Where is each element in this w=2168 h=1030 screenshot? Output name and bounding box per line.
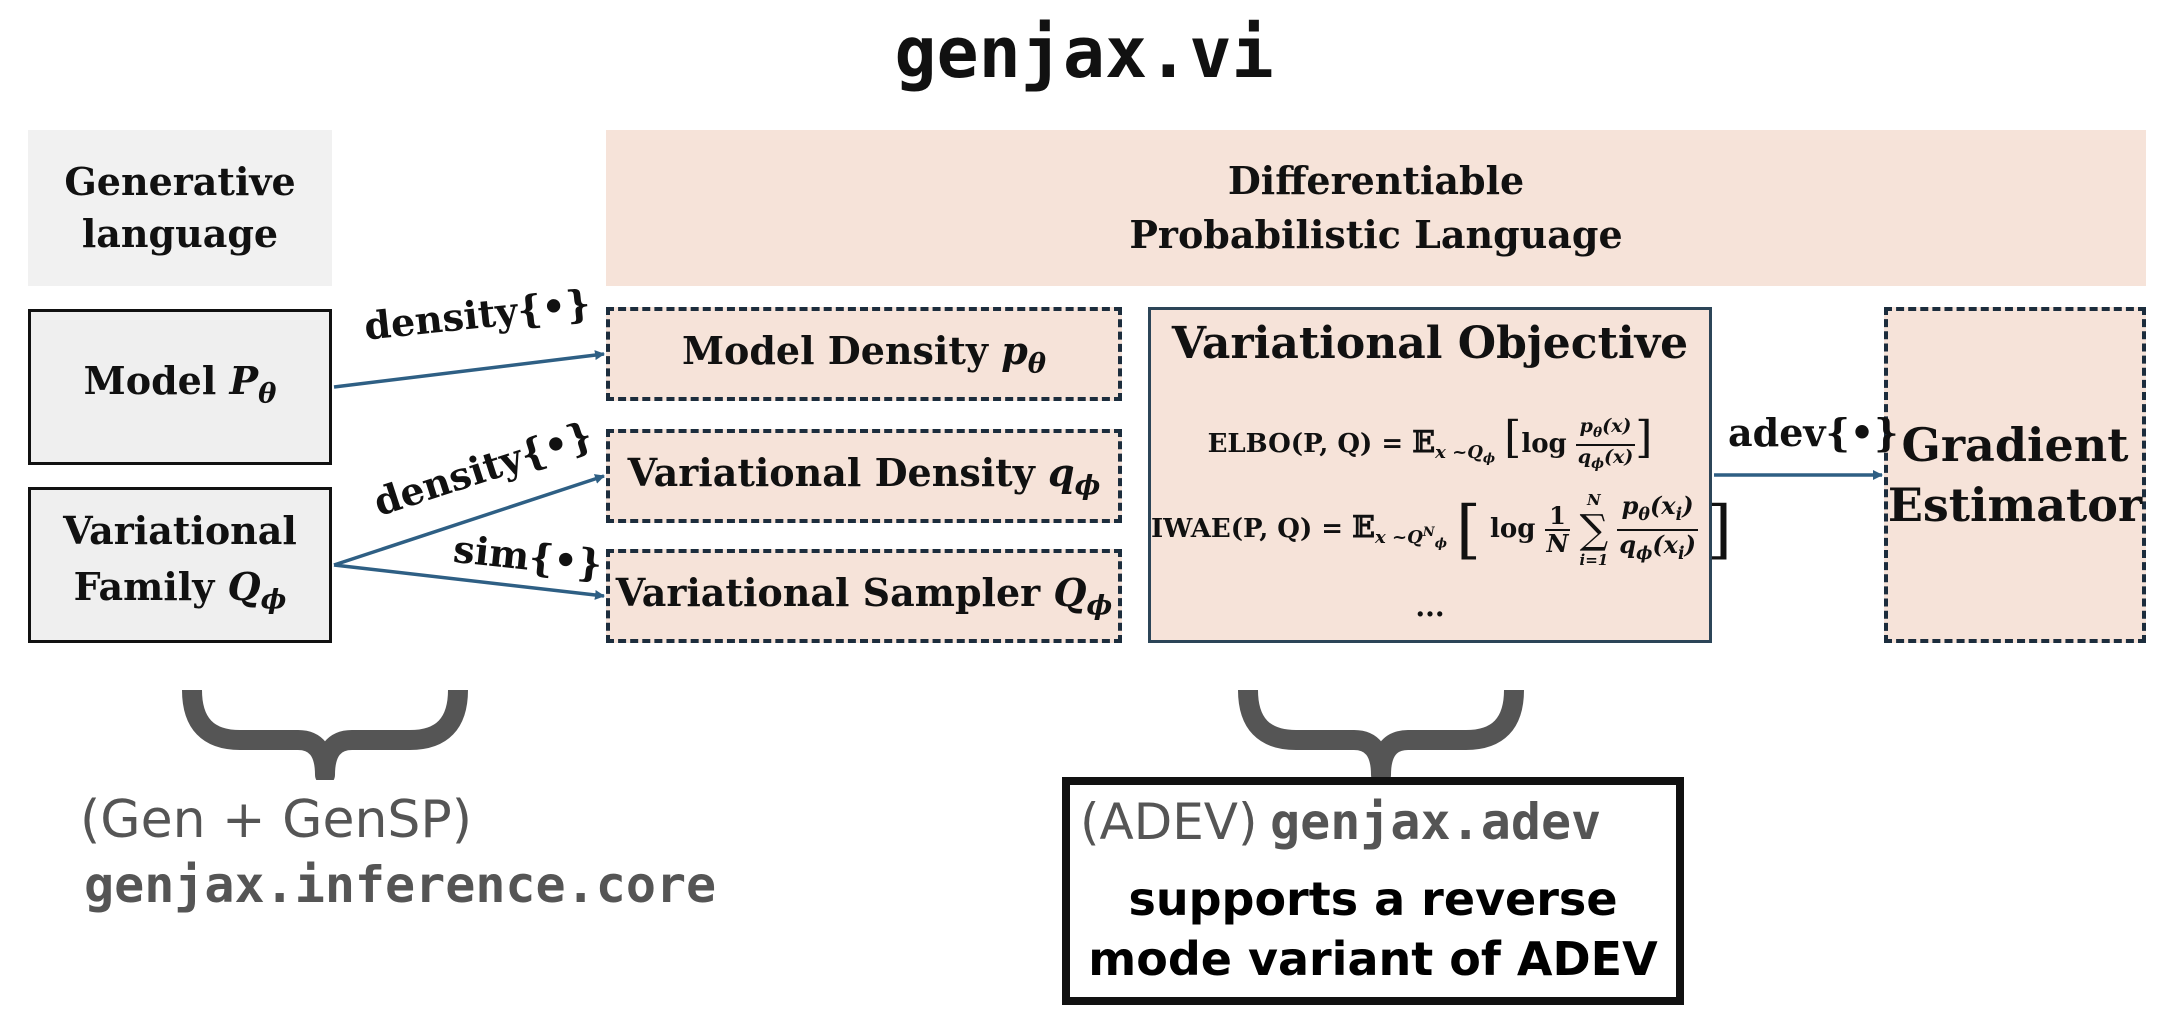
elbo-num: p (1579, 415, 1593, 438)
elbo-expectation: 𝔼 (1412, 425, 1436, 460)
iwae-num-arg: (x (1649, 491, 1676, 521)
model-density-sub: θ (1027, 347, 1047, 380)
iwae-expect-sub: x ~Q (1375, 527, 1423, 549)
elbo-den: q (1577, 446, 1592, 468)
gradient-line1: Gradient (1901, 418, 2129, 472)
model-density-box: Model Density pθ (606, 307, 1122, 401)
adev-heading: (ADEV) genjax.adev (1080, 793, 1601, 851)
model-box-symbol: P (229, 357, 259, 403)
elbo-den-sub: ϕ (1591, 455, 1604, 472)
adev-prefix: (ADEV) (1080, 793, 1258, 851)
generative-language-header: Generative language (28, 130, 332, 286)
right-curly-brace-icon (1238, 690, 1524, 780)
inference-core-module: genjax.inference.core (84, 856, 717, 914)
model-box-sub: θ (258, 377, 277, 410)
iwae-sum-symbol: ∑ (1579, 507, 1609, 553)
elbo-log: log (1521, 429, 1567, 459)
variational-sampler-text: Variational Sampler (615, 570, 1041, 616)
elbo-num-sub: θ (1592, 425, 1603, 441)
variational-family-box: Variational Family Qϕ (28, 487, 332, 643)
variational-objective-box: Variational Objective ELBO(P, Q) = 𝔼x ~Q… (1148, 307, 1732, 643)
adev-line2: supports a reverse (1128, 872, 1618, 926)
adev-description: supports a reverse mode variant of ADEV (1070, 869, 1676, 989)
iwae-expectation: 𝔼 (1352, 510, 1376, 545)
iwae-num: p (1621, 491, 1639, 521)
differentiable-header-line2: Probabilistic Language (1129, 212, 1623, 257)
elbo-fraction: pθ(x) qϕ(x) (1575, 415, 1636, 475)
page-title: genjax.vi (894, 12, 1274, 94)
model-density-symbol: p (1001, 328, 1028, 374)
iwae-expect-sup: N (1422, 525, 1435, 541)
edge-label-adev: adev{•} (1728, 410, 1899, 455)
differentiable-header-line1: Differentiable (1227, 158, 1525, 203)
family-line2: Family (73, 563, 215, 609)
iwae-sum-bottom: i=1 (1579, 551, 1609, 569)
variational-density-sub: ϕ (1074, 469, 1101, 502)
elbo-expect-subsub: ϕ (1482, 451, 1496, 467)
adev-line3: mode variant of ADEV (1088, 932, 1658, 986)
edge-label-family-density: density{•} (368, 411, 598, 525)
iwae-num-arg-close: ) (1682, 491, 1694, 521)
iwae-formula: IWAE(P, Q) = 𝔼x ~QNϕ [ log 1 N N ∑ i=1 p… (1151, 490, 1732, 570)
elbo-formula: ELBO(P, Q) = 𝔼x ~Qϕ [log pθ(x) qϕ(x) ] (1151, 412, 1709, 475)
iwae-num-arg-sub: i (1675, 505, 1683, 525)
variational-density-symbol: q (1048, 450, 1075, 496)
gradient-line2: Estimator (1887, 478, 2143, 532)
iwae-den-arg-close: ) (1684, 530, 1696, 559)
generative-header-line2: language (81, 211, 279, 256)
elbo-expect-sub: x ~Q (1435, 442, 1483, 464)
iwae-den-sub: ϕ (1636, 543, 1653, 564)
objective-title: Variational Objective (1171, 318, 1689, 369)
gradient-estimator-box: Gradient Estimator (1884, 307, 2146, 643)
iwae-sum-top: N (1587, 491, 1601, 509)
iwae-sum: N ∑ i=1 (1580, 490, 1609, 570)
family-line1: Variational (63, 507, 297, 553)
model-box: Model Pθ (28, 309, 332, 465)
elbo-lhs: ELBO(P, Q) = (1207, 429, 1404, 459)
iwae-den-arg-sub: i (1678, 543, 1685, 564)
iwae-num-sub: θ (1638, 505, 1650, 525)
iwae-one: 1 (1544, 503, 1571, 531)
adev-note-box: (ADEV) genjax.adev supports a reverse mo… (1062, 777, 1684, 1005)
iwae-expect-subsub: ϕ (1434, 536, 1447, 552)
iwae-den: q (1619, 530, 1637, 559)
iwae-log: log (1490, 514, 1536, 544)
iwae-n: N (1546, 529, 1569, 558)
variational-density-text: Variational Density (627, 450, 1035, 496)
family-symbol: Q (227, 563, 261, 609)
elbo-den-arg: (x) (1603, 446, 1634, 468)
iwae-lhs: IWAE(P, Q) = (1151, 514, 1344, 544)
edge-label-family-sim: sim{•} (451, 526, 605, 587)
left-curly-brace-icon (182, 690, 468, 780)
variational-sampler-sub: ϕ (1086, 589, 1113, 622)
elbo-num-arg: (x) (1602, 415, 1632, 438)
edge-label-model-density: density{•} (362, 280, 593, 349)
differentiable-language-header: Differentiable Probabilistic Language (606, 130, 2146, 286)
iwae-one-over-n: 1 N (1544, 503, 1571, 558)
variational-density-box: Variational Density qϕ (606, 429, 1122, 523)
gen-gensp-label: (Gen + GenSP) (80, 790, 473, 850)
iwae-den-arg: (x (1652, 530, 1678, 559)
arrow-model-to-density (333, 350, 605, 389)
model-box-text: Model (83, 357, 217, 403)
adev-module: genjax.adev (1270, 793, 1602, 851)
variational-sampler-symbol: Q (1053, 570, 1087, 616)
iwae-fraction: pθ(xi) qϕ(xi) (1617, 492, 1698, 568)
generative-header-line1: Generative (64, 159, 296, 204)
objective-ellipsis: ... (1415, 590, 1445, 623)
variational-sampler-box: Variational Sampler Qϕ (606, 549, 1122, 643)
model-density-text: Model Density (681, 328, 988, 374)
family-sub: ϕ (260, 583, 287, 616)
